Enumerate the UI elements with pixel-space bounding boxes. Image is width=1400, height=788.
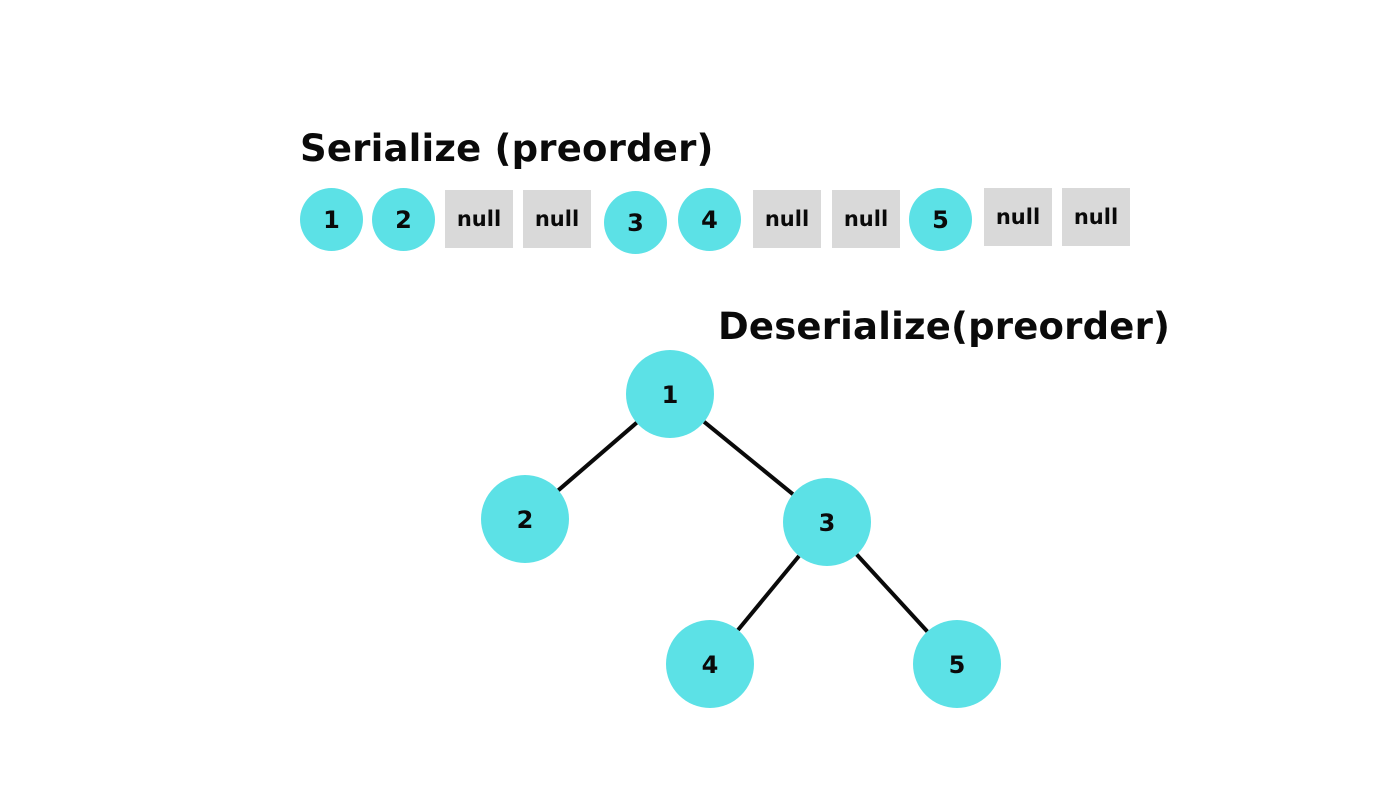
tree-nodes: 1 2 3 4 5: [481, 350, 1001, 708]
sequence-null: null: [1062, 188, 1130, 246]
sequence-node: 5: [909, 188, 972, 251]
tree-edge-n3-n5: [855, 553, 929, 633]
sequence-null: null: [984, 188, 1052, 246]
sequence-null: null: [523, 190, 591, 248]
tree-node-2: 2: [481, 475, 569, 563]
tree-node-circle: [666, 620, 754, 708]
tree-node-label: 2: [517, 506, 534, 534]
sequence-null: null: [445, 190, 513, 248]
tree-edge-n1-n2: [556, 421, 639, 492]
tree-node-circle: [481, 475, 569, 563]
tree-node-circle: [783, 478, 871, 566]
sequence-null: null: [753, 190, 821, 248]
tree-edges: [556, 420, 929, 633]
tree-node-circle: [626, 350, 714, 438]
deserialize-title: Deserialize(preorder): [718, 305, 1171, 348]
tree-node-label: 3: [819, 509, 836, 537]
tree-node-4: 4: [666, 620, 754, 708]
tree-node-label: 4: [702, 651, 719, 679]
tree-node-5: 5: [913, 620, 1001, 708]
tree-node-label: 1: [662, 381, 679, 409]
serialize-title: Serialize (preorder): [300, 127, 714, 170]
tree-node-3: 3: [783, 478, 871, 566]
tree-edge-n1-n3: [702, 420, 795, 496]
tree-node-1: 1: [626, 350, 714, 438]
tree-node-label: 5: [949, 651, 966, 679]
sequence-node: 2: [372, 188, 435, 251]
tree-edge-n3-n4: [736, 554, 801, 632]
sequence-node: 1: [300, 188, 363, 251]
sequence-node: 4: [678, 188, 741, 251]
sequence-node: 3: [604, 191, 667, 254]
tree-node-circle: [913, 620, 1001, 708]
sequence-null: null: [832, 190, 900, 248]
